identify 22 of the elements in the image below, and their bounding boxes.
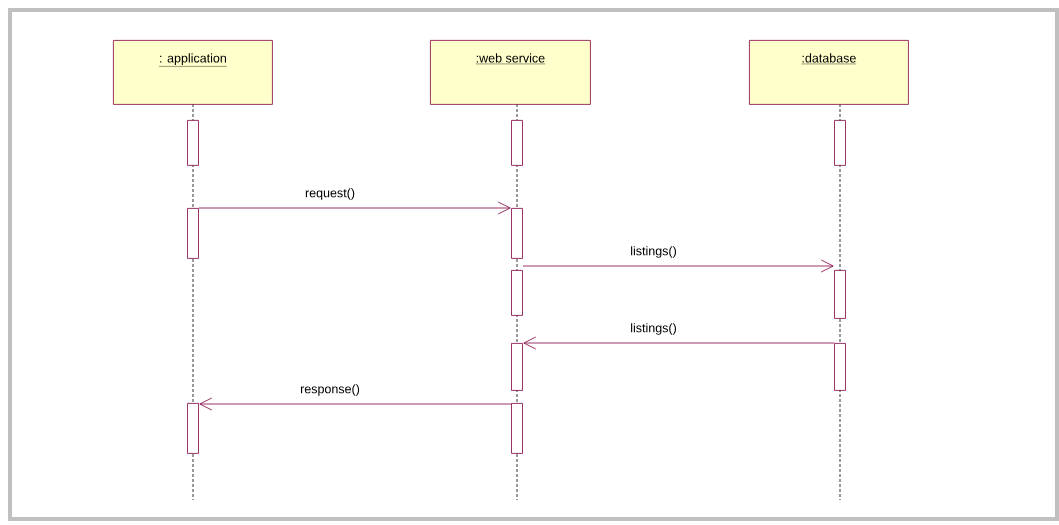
message-arrow	[199, 397, 512, 411]
activation-bar	[834, 270, 846, 319]
message-label: response()	[300, 384, 360, 396]
message-label: listings()	[631, 246, 676, 258]
activation-bar	[511, 270, 523, 316]
activation-bar	[834, 343, 846, 391]
activation-bar	[187, 403, 199, 454]
object-box: : application	[113, 40, 273, 105]
activation-bar	[511, 120, 523, 166]
activation-bar	[187, 120, 199, 166]
object-box: :database	[749, 40, 909, 105]
activation-bar	[187, 208, 199, 259]
message-arrow	[523, 336, 835, 350]
activation-bar	[511, 343, 523, 391]
message-label: listings()	[631, 323, 676, 335]
activation-bar	[511, 208, 523, 259]
message-label: request()	[305, 188, 355, 200]
message-arrow	[198, 201, 511, 215]
activation-bar	[834, 120, 846, 166]
activation-bar	[511, 403, 523, 454]
object-box: :web service	[430, 40, 591, 105]
message-arrow	[522, 259, 834, 273]
